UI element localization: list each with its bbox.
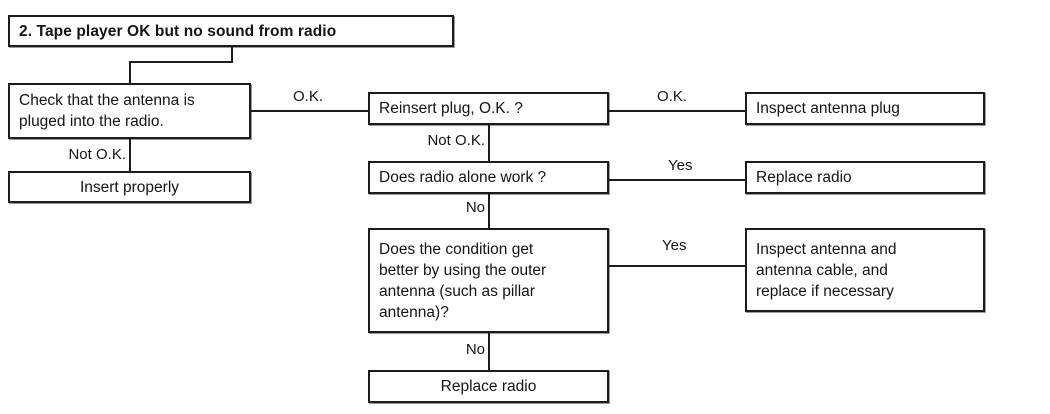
node-inspect-antenna-cable: Inspect antenna and antenna cable, and r… [745,228,985,312]
node-replace-radio-right: Replace radio [745,161,985,194]
connector-check-ok [250,110,369,112]
connector-reinsert-ok [608,110,746,112]
edge-label-radio-alone-yes: Yes [668,157,693,174]
node-condition-better: Does the condition get better by using t… [368,228,609,333]
node-title-box: 2. Tape player OK but no sound from radi… [8,15,454,47]
connector-check-not-ok [129,139,131,172]
connector-title-left [129,61,233,63]
node-replace-radio-bottom-label: Replace radio [440,378,537,395]
edge-label-check-not-ok: Not O.K. [68,146,126,163]
node-condition-better-label: Does the condition get better by using t… [379,240,547,321]
edge-label-reinsert-ok: O.K. [657,88,688,105]
node-replace-radio-bottom: Replace radio [368,370,609,403]
edge-label-condition-no: No [465,341,485,358]
connector-radio-alone-yes [608,179,746,181]
node-inspect-antenna-plug-label: Inspect antenna plug [756,100,900,117]
node-inspect-antenna-cable-label: Inspect antenna and antenna cable, and r… [756,240,897,300]
connector-reinsert-not-ok [488,125,490,162]
connector-radio-alone-no [488,194,490,229]
node-radio-alone-work: Does radio alone work ? [368,161,609,194]
edge-label-check-ok: O.K. [293,88,324,105]
node-check-antenna: Check that the antenna is pluged into th… [8,83,251,139]
node-insert-properly: Insert properly [8,171,251,203]
connector-condition-no [488,333,490,371]
node-inspect-antenna-plug: Inspect antenna plug [745,92,985,125]
node-title-label: 2. Tape player OK but no sound from radi… [19,22,337,40]
connector-condition-yes [608,265,746,267]
node-insert-properly-label: Insert properly [79,178,180,196]
node-check-antenna-label: Check that the antenna is pluged into th… [19,92,195,130]
connector-title-to-check [129,61,131,84]
edge-label-condition-yes: Yes [662,237,687,254]
edge-label-reinsert-not-ok: Not O.K. [427,132,485,149]
connector-title-down [231,47,233,63]
node-radio-alone-work-label: Does radio alone work ? [379,169,547,186]
node-reinsert-plug: Reinsert plug, O.K. ? [368,92,609,125]
node-reinsert-plug-label: Reinsert plug, O.K. ? [379,100,523,117]
node-replace-radio-right-label: Replace radio [756,169,852,186]
edge-label-radio-alone-no: No [465,199,485,216]
